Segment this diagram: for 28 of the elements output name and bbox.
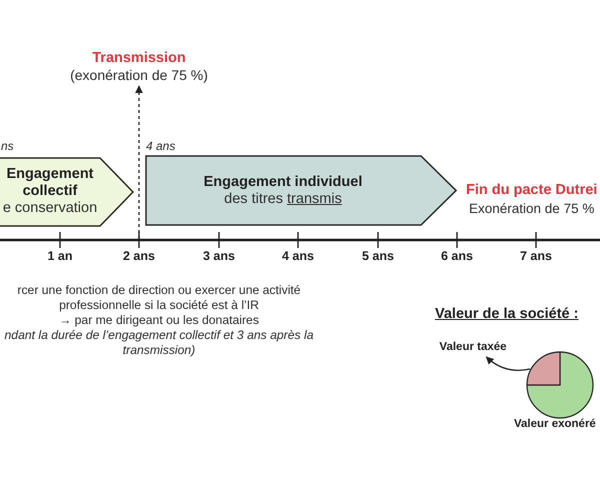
slice-label: Valeur exonéré [514,417,596,431]
note-text: ndant la durée de l’engagement collectif et 3 ans après la transmission) [4,328,314,358]
tick-label: 5 ans [362,249,394,264]
tick-label: 4 ans [282,249,314,264]
duration-label: 4 ans [146,139,176,153]
tick-label: 6 ans [441,249,473,264]
tick-label: 2 ans [123,249,155,264]
banner-subtitle: des titres transmis [224,191,342,208]
milestone-title: Fin du pacte Dutrei [466,182,598,199]
tick-label: 1 an [48,249,73,264]
note-text: rcer une fonction de direction ou exercer une activité professionnelle si la société est à l’IR [16,283,302,313]
milestone-title: Transmission [92,50,186,67]
arrow-banner [0,157,134,227]
tick-label: 3 ans [203,249,235,264]
tick-label: 7 ans [520,249,552,264]
milestone-note: (exonération de 75 %) [70,67,208,84]
note-text: → par me dirigeant ou les donataires [58,313,260,328]
banner-heading: Engagement collectif [5,166,94,200]
pie-slice [526,351,561,386]
banner-subtitle: e conservation [2,200,98,217]
banner-heading: Engagement individuel [204,174,362,191]
duration-label: ns [1,139,14,153]
milestone-note: Exonération de 75 % [469,201,594,217]
dashed-arrow [135,85,143,239]
arrow-banner [145,155,457,226]
slice-label: Valeur taxée [439,340,507,354]
curved-arrow [486,356,530,371]
chart-title: Valeur de la société : [435,306,578,323]
